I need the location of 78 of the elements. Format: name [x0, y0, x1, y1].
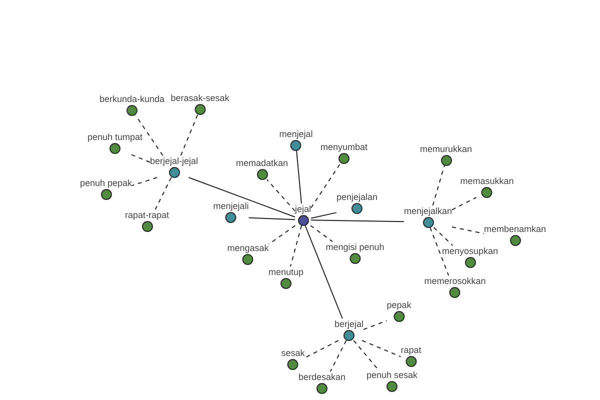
node-label: memadatkan: [236, 158, 288, 168]
graph-node: [279, 128, 313, 150]
node-label: menjejali: [213, 200, 249, 210]
graph-node: [236, 158, 288, 180]
node-label: memerosokkan: [424, 276, 486, 286]
node-label: mengasak: [227, 242, 269, 252]
node-label: mengisi penuh: [326, 242, 384, 252]
connector-line: [248, 217, 296, 220]
node-label: rapat: [400, 344, 422, 354]
connector-line: [310, 212, 337, 219]
node-label: membenamkan: [484, 224, 546, 234]
node-label: berkunda-kunda: [99, 94, 165, 104]
dashed-connector-line: [452, 197, 477, 210]
node-label: berdesakan: [298, 372, 346, 382]
node-label: jejal: [295, 204, 311, 214]
node-label: berjejal-jejal: [150, 156, 198, 166]
graph-node: [268, 266, 304, 288]
dashed-connector-line: [330, 340, 347, 372]
node-label: sesak: [281, 348, 305, 358]
connector-line: [304, 225, 343, 319]
graph-node: [295, 204, 311, 226]
dashed-connector-line: [180, 114, 198, 156]
graph-node: [124, 210, 170, 232]
graph-node: [281, 348, 305, 370]
dashed-connector-line: [432, 165, 445, 206]
dashed-connector-line: [290, 225, 302, 267]
graph-node: [334, 318, 364, 340]
node-label: menjejalkan: [404, 206, 452, 216]
node-label: menyumbat: [320, 142, 368, 152]
graph-node: [227, 242, 269, 264]
graph-node: [326, 242, 384, 264]
graph-node: [170, 92, 230, 114]
graph-node: [404, 206, 452, 228]
dashed-connector-line: [310, 163, 341, 208]
node-label: memurukkan: [420, 144, 472, 154]
graph-node: [420, 144, 472, 166]
graph-node: [336, 192, 378, 214]
node-label: pepak: [386, 300, 412, 310]
graph-node: [320, 142, 368, 164]
graph-node: [386, 300, 412, 322]
dashed-connector-line: [132, 177, 158, 186]
connector-line: [296, 150, 302, 204]
graph-node: [99, 94, 165, 116]
node-label: penuh tumpat: [87, 132, 143, 142]
dashed-connector-line: [353, 340, 379, 370]
dashed-connector-line: [452, 226, 484, 234]
connector-line: [310, 220, 404, 222]
dashed-connector-line: [304, 340, 339, 358]
graph-node: [442, 246, 498, 268]
dashed-connector-line: [363, 320, 388, 330]
node-label: berjejal: [334, 318, 364, 328]
dashed-connector-line: [433, 227, 454, 246]
node-label: penuh sesak: [366, 370, 418, 380]
node-label: rapat-rapat: [124, 210, 170, 220]
node-label: menyosupkan: [442, 246, 498, 256]
graph-node: [400, 344, 422, 366]
dashed-connector-line: [310, 225, 333, 242]
graph-node: [460, 176, 514, 198]
graph-node: [80, 178, 132, 200]
graph-node: [150, 156, 198, 178]
connector-line: [188, 177, 296, 218]
graph-node: [366, 370, 418, 392]
node-label: berasak-sesak: [170, 92, 230, 102]
graph-node: [213, 200, 249, 222]
graph-node: [484, 224, 546, 246]
node-label: penuh pepak: [80, 178, 132, 188]
node-label: menutup: [268, 266, 304, 276]
dashed-connector-line: [154, 177, 172, 210]
dashed-connector-line: [268, 225, 296, 245]
dashed-connector-line: [362, 340, 402, 358]
node-label: penjejalan: [336, 192, 378, 202]
dashed-connector-line: [266, 179, 296, 212]
node-label: menjejal: [279, 128, 313, 138]
node-label: memasukkan: [460, 176, 514, 186]
graph-node: [87, 132, 143, 154]
graph-node: [424, 276, 486, 298]
dashed-connector-line: [430, 227, 450, 276]
graph-node: [298, 372, 346, 394]
